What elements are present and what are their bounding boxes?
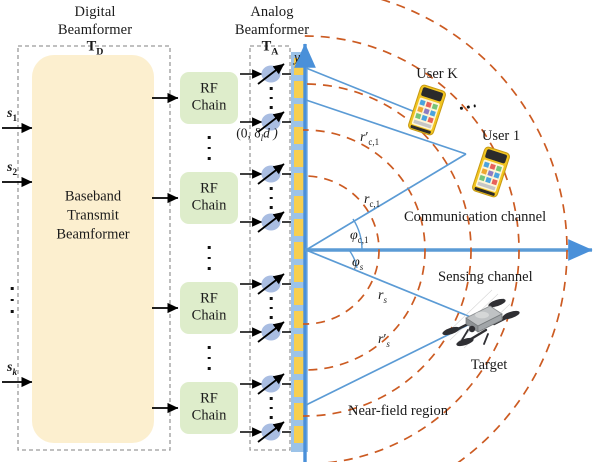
rf-chain-line1: RF xyxy=(200,80,218,97)
baseband-block-label: Baseband Transmit Beamformer xyxy=(56,187,129,244)
baseband-to-rfchain-arrows xyxy=(152,92,179,414)
position-label-sub: l xyxy=(260,133,264,144)
stream-subscript: 2 xyxy=(12,166,18,177)
comm-angle-subscript: c,1 xyxy=(357,234,369,245)
input-stream-arrows xyxy=(2,122,33,388)
digital-beamformer-symbol-base: T xyxy=(86,38,97,55)
input-stream-label-k: sk xyxy=(7,360,17,378)
range-symbol: r xyxy=(378,332,384,347)
phase-shifter-ellipsis-2 xyxy=(269,187,273,209)
rfchain-to-phaseshifter-arrows xyxy=(240,69,263,437)
near-field-arcs xyxy=(303,0,568,462)
target-label: Target xyxy=(470,357,508,374)
digital-beamformer-symbol-sub: D xyxy=(96,46,104,58)
target-drone-icon xyxy=(442,289,520,349)
communication-channel-rays xyxy=(305,67,467,251)
rf-chain-line1: RF xyxy=(200,390,218,407)
input-stream-label-1: s1 xyxy=(7,106,17,124)
position-label-tail: d ) xyxy=(263,125,278,141)
user-k-phone-icon xyxy=(400,79,454,141)
range-subscript: s xyxy=(383,294,387,305)
sensing-angle-symbol: φ xyxy=(352,255,360,270)
rf-chain-label-4: RF Chain xyxy=(192,391,227,426)
rf-chain-ellipsis-upper xyxy=(207,136,211,160)
rf-chain-label-3: RF Chain xyxy=(192,291,227,326)
input-stream-ellipsis xyxy=(10,287,14,313)
analog-beamformer-symbol-base: T xyxy=(261,38,272,55)
analog-beamformer-boundary xyxy=(249,45,291,451)
comm-range-far-label: r′c,1 xyxy=(360,129,380,147)
comm-range-near-label: rc,1 xyxy=(364,192,380,209)
stream-symbol: s xyxy=(7,360,13,375)
array-element-position-label: (0, δld ) xyxy=(236,126,277,143)
baseband-transmit-beamformer-block xyxy=(32,55,154,443)
baseband-label-line2: Transmit xyxy=(67,207,119,224)
sensing-channel-label: Sensing channel xyxy=(438,269,533,285)
analog-beamformer-title-line2: Beamformer xyxy=(234,22,310,39)
range-subscript: c,1 xyxy=(368,136,380,147)
stream-symbol: s xyxy=(7,106,13,121)
phase-shifter-ellipsis-1 xyxy=(269,87,273,109)
phase-shifter-ellipsis-4 xyxy=(269,397,273,419)
digital-beamformer-title-line2: Beamformer xyxy=(57,22,133,39)
analog-beamformer-title-line1: Analog xyxy=(250,4,294,21)
rf-chain-line2: Chain xyxy=(191,408,227,424)
baseband-label-line3: Beamformer xyxy=(56,226,130,243)
analog-beamformer-symbol-sub: A xyxy=(271,46,279,58)
rf-chain-ellipsis-middle xyxy=(207,246,211,270)
user-1-phone-icon xyxy=(464,141,518,203)
phase-shifter-symbols xyxy=(257,63,285,443)
range-symbol: r xyxy=(364,192,370,207)
input-stream-label-2: s2 xyxy=(7,160,17,178)
position-label-head: (0, δ xyxy=(236,125,261,141)
stream-symbol: s xyxy=(7,160,13,175)
rf-chain-label-1: RF Chain xyxy=(192,81,227,116)
range-subscript: s xyxy=(386,338,390,349)
near-field-region-label: Near-field region xyxy=(348,403,448,419)
rf-chain-label-2: RF Chain xyxy=(192,181,227,216)
rf-chain-line2: Chain xyxy=(191,198,227,214)
range-symbol: r xyxy=(378,288,384,303)
digital-beamformer-title-line1: Digital xyxy=(74,4,116,21)
range-prime: ′ xyxy=(365,129,369,144)
range-prime: ′ xyxy=(383,331,387,346)
rf-chain-blocks xyxy=(180,72,238,434)
digital-beamformer-symbol: TD xyxy=(86,38,104,59)
range-symbol: r xyxy=(360,130,366,145)
range-subscript: c,1 xyxy=(369,198,381,209)
comm-angle-label: φc,1 xyxy=(350,228,368,245)
comm-angle-symbol: φ xyxy=(350,228,358,243)
rf-chain-line2: Chain xyxy=(191,308,227,324)
baseband-label-line1: Baseband xyxy=(64,188,122,205)
user-1-label: User 1 xyxy=(481,128,521,145)
rf-chain-line1: RF xyxy=(200,180,218,197)
analog-beamformer-symbol: TA xyxy=(261,38,279,59)
user-k-label: User K xyxy=(416,66,458,83)
sensing-angle-label: φs xyxy=(352,255,363,272)
rf-chain-line1: RF xyxy=(200,290,218,307)
communication-channel-label: Communication channel xyxy=(404,209,547,225)
rf-chain-ellipsis-lower xyxy=(207,346,211,370)
phase-shifter-ellipsis-3 xyxy=(269,297,273,319)
sensing-angle-subscript: s xyxy=(359,261,364,272)
angle-arcs xyxy=(348,218,363,269)
digital-beamformer-boundary xyxy=(17,45,171,451)
stream-subscript: k xyxy=(12,366,18,377)
rf-chain-line2: Chain xyxy=(191,98,227,114)
stream-subscript: 1 xyxy=(12,112,18,123)
sensing-range-far-label: r′s xyxy=(378,331,390,349)
sensing-range-near-label: rs xyxy=(378,288,387,305)
y-axis-label: y xyxy=(294,49,300,65)
